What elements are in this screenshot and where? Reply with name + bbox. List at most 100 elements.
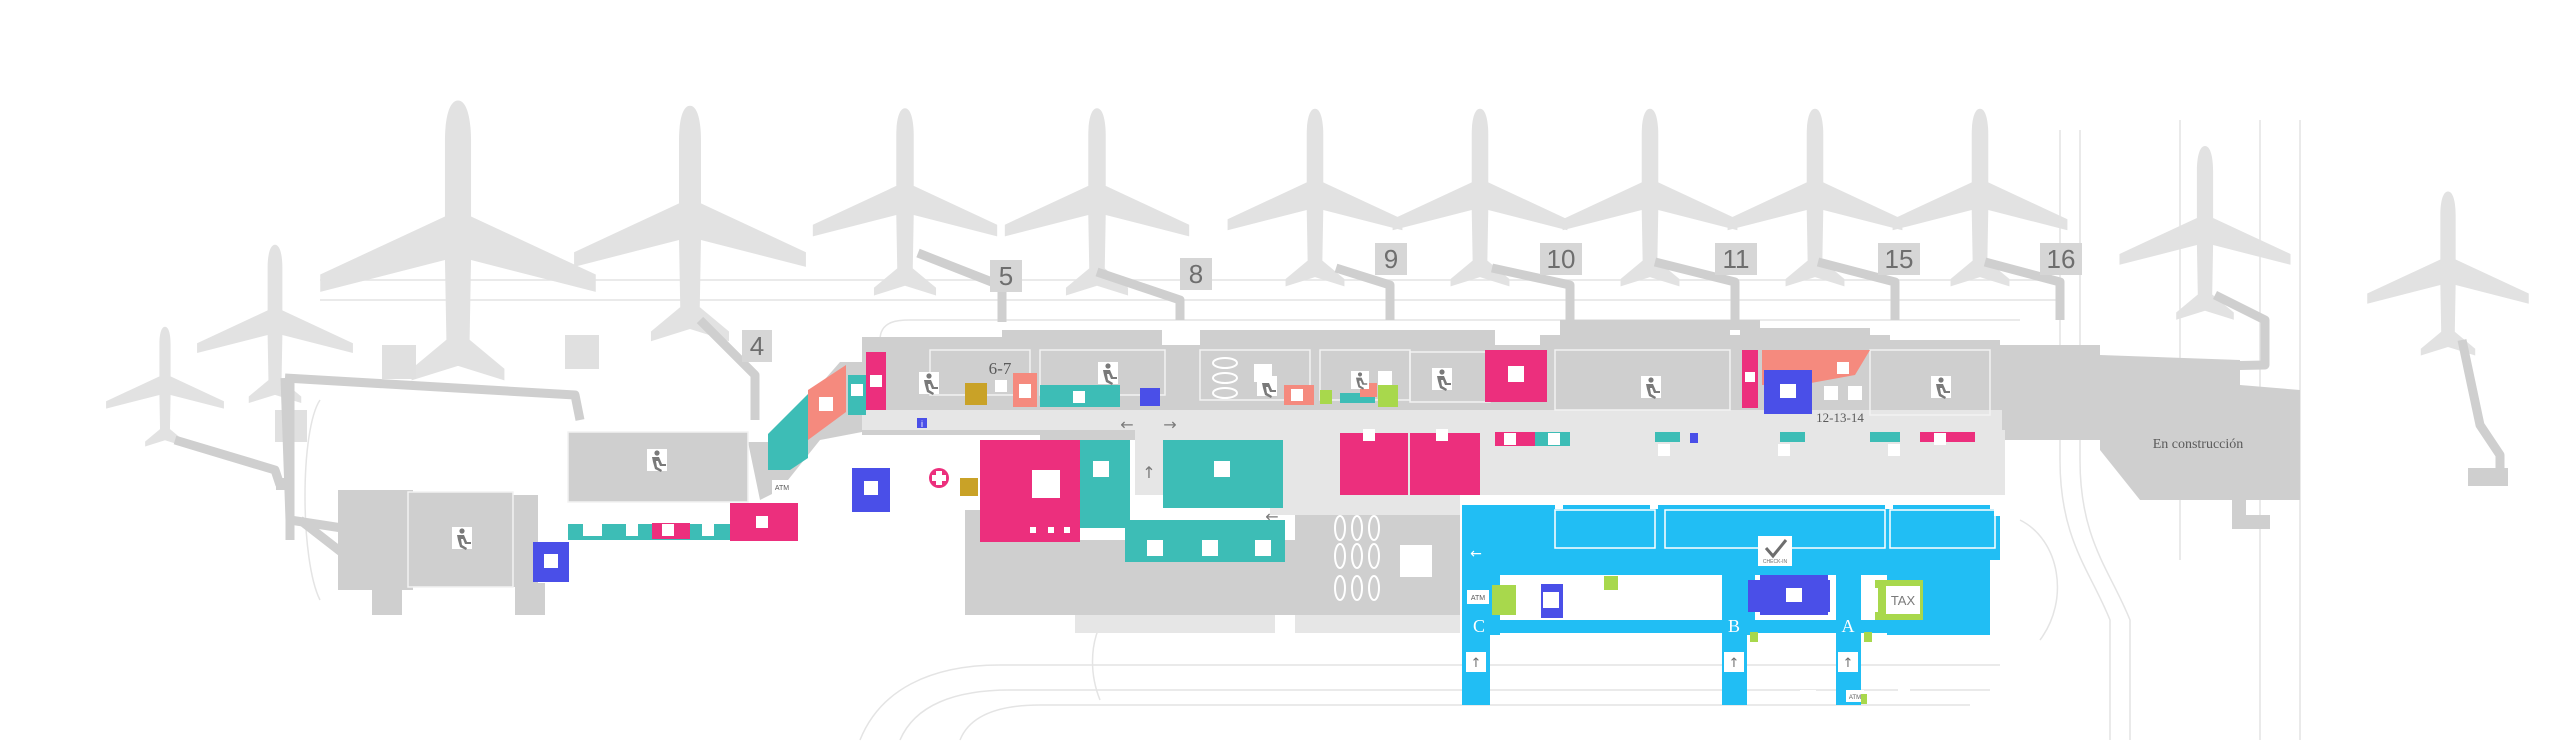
service-icons[interactable]: i	[917, 364, 2006, 704]
gate-label-15: 15	[1885, 244, 1914, 274]
svg-text:↑: ↑	[1471, 656, 1482, 671]
exit-arrows[interactable]: ↑ ↑ ↑	[1466, 652, 1858, 672]
gift-icon	[1073, 391, 1085, 403]
cup-icon	[1504, 433, 1516, 445]
cup-icon	[590, 524, 602, 536]
construction-label: En construcción	[2153, 437, 2244, 452]
cup-icon	[870, 375, 882, 387]
seat-icon	[919, 372, 939, 395]
gate-label-4: 4	[750, 331, 764, 361]
currency-icon	[1686, 585, 1708, 607]
gift-icon	[851, 384, 863, 396]
taxi-sign[interactable]: TAX	[1886, 586, 1920, 614]
gate-badge-10: 10	[1540, 243, 1582, 275]
baggage-icon	[1516, 593, 1534, 611]
seat-icon	[1030, 527, 1036, 533]
taxi-label: TAX	[1891, 593, 1916, 608]
arrow-icon: ←	[1120, 415, 1133, 434]
arrow-icon: →	[1163, 415, 1176, 434]
hall-label-a: A	[1842, 616, 1855, 636]
gate-badge-11: 11	[1715, 243, 1757, 275]
seat-icon	[1098, 362, 1118, 385]
gift-icon	[1548, 433, 1560, 445]
seat-icon	[1064, 527, 1070, 533]
baggage-icon	[956, 437, 970, 451]
cup-icon	[1363, 429, 1375, 441]
first-aid-icon[interactable]	[929, 468, 949, 488]
gate-badge-8: 8	[1180, 258, 1212, 290]
arrow-icon: ←	[1265, 507, 1278, 526]
restroom-icons[interactable]	[544, 384, 1802, 608]
gate-label-12-13-14: 12-13-14	[1816, 410, 1864, 425]
gift-icon	[1093, 461, 1109, 477]
security-scanners	[1212, 357, 1380, 601]
hall-markers	[1604, 576, 1872, 704]
info-icon	[917, 418, 927, 428]
duty-free-icon	[1032, 470, 1060, 498]
cup-icon	[1934, 433, 1946, 445]
svg-text:↑: ↑	[1843, 656, 1854, 671]
elevator-icon	[1868, 588, 1878, 612]
gate-badge-9: 9	[1375, 243, 1407, 275]
baggage-icon	[1658, 444, 1670, 456]
food-icons[interactable]	[590, 366, 1946, 536]
baggage-icon	[1898, 688, 1910, 704]
seat-icon	[1641, 376, 1661, 399]
baggage-icon	[1378, 371, 1392, 385]
arrow-icons: ← → ↑ ←	[1120, 415, 1278, 526]
shop-icons[interactable]	[583, 362, 1900, 556]
seat-icon	[1048, 527, 1054, 533]
gift-icon	[626, 524, 638, 536]
gift-icon	[1147, 540, 1163, 556]
baggage-icon	[1778, 444, 1790, 456]
seat-icon	[1432, 368, 1452, 391]
arrow-icon: ↑	[1142, 463, 1155, 482]
gift-icon	[1202, 540, 1218, 556]
baggage-icon	[995, 380, 1007, 392]
luggage-icon	[936, 436, 950, 450]
gate-label-16: 16	[2047, 244, 2076, 274]
restroom-icon	[864, 481, 878, 495]
restroom-icon	[1780, 384, 1796, 398]
svg-text:↑: ↑	[1729, 656, 1740, 671]
gift-icon	[1291, 389, 1303, 401]
baggage-icon	[1604, 594, 1616, 606]
baggage-icon	[1800, 690, 1816, 704]
gate-badge-15: 15	[1878, 243, 1920, 275]
cup-icon	[662, 524, 674, 536]
hall-label-c: C	[1473, 616, 1485, 636]
info-label: i	[921, 419, 923, 429]
baggage-icon	[1824, 386, 1838, 400]
hall-arrows: ←	[1470, 546, 1482, 562]
gate-badges: 4 5 8 9 10 11 15 16	[742, 243, 2082, 362]
gift-icon	[1019, 384, 1031, 398]
cup-icon	[1508, 366, 1524, 382]
gate-seating-icons[interactable]	[452, 362, 1951, 550]
info-icon	[1690, 433, 1698, 443]
check-in-marker[interactable]: CHECK-IN	[1758, 536, 1792, 566]
restroom-icon	[1543, 592, 1559, 608]
gate-label-5: 5	[999, 261, 1013, 291]
gate-label-8: 8	[1189, 259, 1203, 289]
gift-icon	[1837, 362, 1849, 374]
hall-label-b: B	[1728, 616, 1740, 636]
chevron-down-icon	[1745, 372, 1755, 382]
gift-icon	[702, 524, 714, 536]
info-icon	[1578, 578, 1590, 590]
restroom-icon	[544, 554, 558, 568]
gift-icon	[1888, 444, 1900, 456]
seat-icon	[452, 527, 472, 550]
atm-label-1: ATM	[1471, 595, 1485, 602]
cup-icon	[756, 516, 768, 528]
food-areas	[652, 350, 1975, 542]
check-in-label: CHECK-IN	[1763, 559, 1788, 565]
gift-icon	[819, 397, 833, 411]
atm-markers[interactable]: ATM ATM ATM	[772, 480, 1864, 702]
luggage-icon	[1400, 545, 1432, 577]
gift-icon	[1214, 461, 1230, 477]
baggage-icon	[1848, 386, 1862, 400]
gate-badge-5: 5	[990, 260, 1022, 292]
check-in-hall	[1462, 505, 2000, 705]
seat-icon	[647, 449, 667, 472]
